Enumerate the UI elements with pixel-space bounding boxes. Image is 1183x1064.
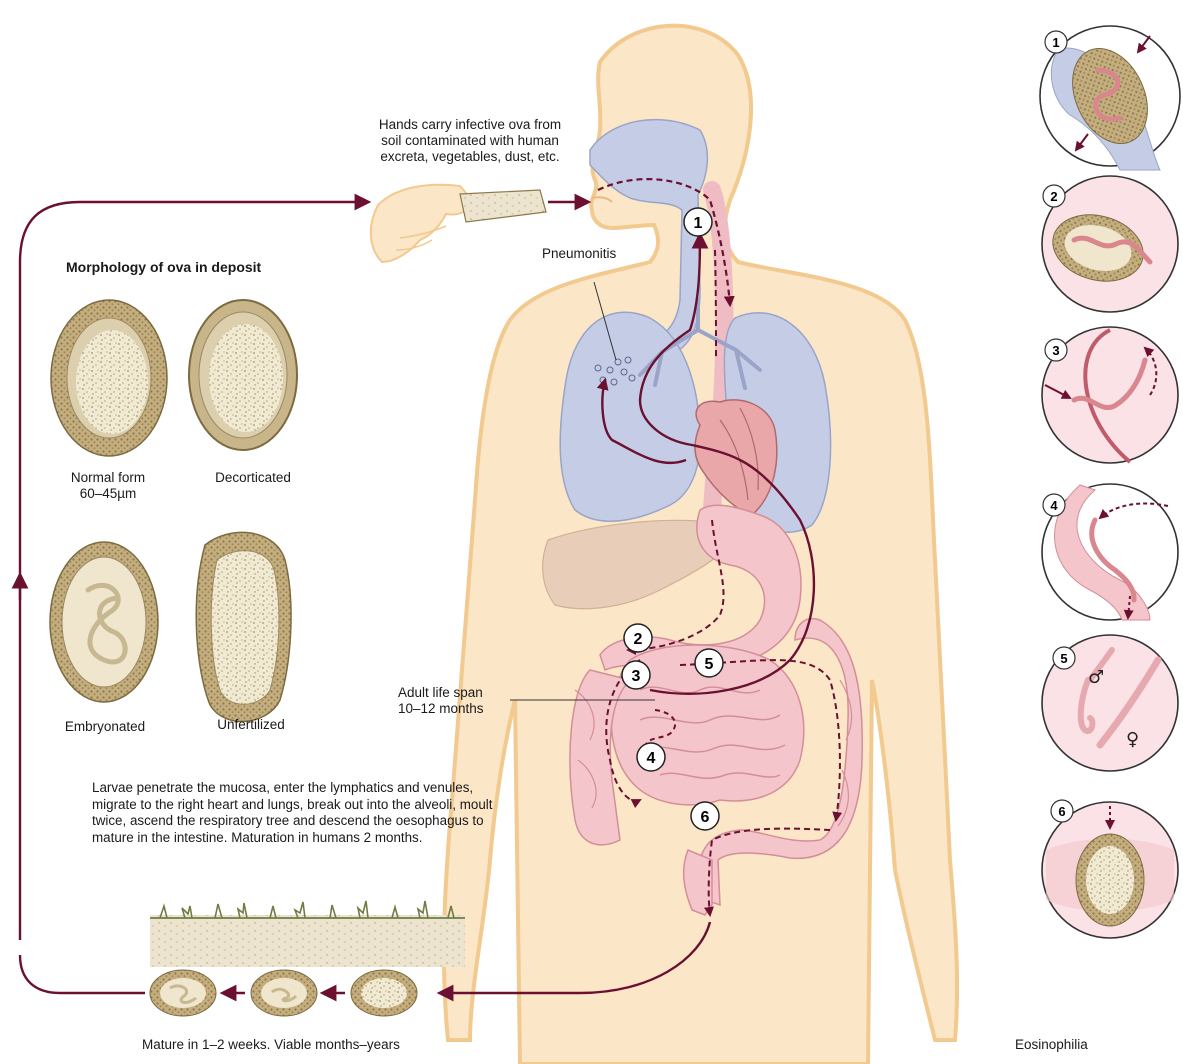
ovum-normal-form <box>51 300 167 456</box>
ovum-label-embryonated: Embryonated <box>40 719 170 735</box>
body-stage-1: 1 <box>684 208 712 236</box>
male-symbol: ♂ <box>1088 667 1104 688</box>
svg-text:2: 2 <box>1050 189 1057 204</box>
adult-life-span-label: Adult life span 10–12 months <box>398 685 508 717</box>
ovum-name-embryonated: Embryonated <box>40 719 170 735</box>
svg-text:5: 5 <box>705 656 714 673</box>
svg-text:6: 6 <box>701 809 710 826</box>
body-stage-6: 6 <box>691 802 719 830</box>
soil-ovum-1 <box>150 970 216 1016</box>
inset-number-5: 5 <box>1053 647 1075 669</box>
ovum-label-normal: Normal form 60–45µm <box>43 470 173 502</box>
svg-text:5: 5 <box>1060 651 1067 666</box>
eosinophilia-label: Eosinophilia <box>1015 1037 1088 1053</box>
ovum-label-unfertilized: Unfertilized <box>186 717 316 733</box>
svg-text:4: 4 <box>1050 498 1058 513</box>
stage-insets: ♂ ♀ 1 2 3 4 5 6 <box>1040 26 1180 938</box>
soil-ova <box>150 970 417 1016</box>
ovum-name-normal: Normal form <box>43 470 173 486</box>
body-stage-3: 3 <box>622 661 650 689</box>
body-stage-5: 5 <box>695 649 723 677</box>
ovum-size-normal: 60–45µm <box>43 486 173 502</box>
svg-text:6: 6 <box>1058 804 1065 819</box>
body-stage-4: 4 <box>637 743 665 771</box>
inset-number-4: 4 <box>1043 494 1065 516</box>
ovum-unfertilized <box>196 532 291 721</box>
ovum-label-decorticated: Decorticated <box>188 470 318 486</box>
svg-text:1: 1 <box>1052 35 1059 50</box>
hand-holding-soil <box>371 185 546 262</box>
svg-text:3: 3 <box>632 668 641 685</box>
pneumonitis-label: Pneumonitis <box>542 246 616 262</box>
morphology-title: Morphology of ova in deposit <box>66 259 261 275</box>
ova-morphology <box>50 300 297 721</box>
body-stage-2: 2 <box>624 624 652 652</box>
human-body <box>444 26 957 1064</box>
inset-number-3: 3 <box>1045 339 1067 361</box>
soil-chunk <box>460 190 546 222</box>
ovum-decorticated <box>189 300 297 450</box>
svg-text:3: 3 <box>1052 343 1059 358</box>
inset-number-2: 2 <box>1043 185 1065 207</box>
female-symbol: ♀ <box>1126 729 1139 750</box>
maturation-caption: Mature in 1–2 weeks. Viable months–years <box>142 1037 400 1053</box>
svg-text:1: 1 <box>694 215 703 232</box>
hands-caption: Hands carry infective ova from soil cont… <box>372 117 568 165</box>
soil-strip <box>150 901 465 967</box>
ovum-name-unfertilized: Unfertilized <box>186 717 316 733</box>
inset-number-6: 6 <box>1051 800 1073 822</box>
arrow-from-soil-to-left <box>20 955 145 993</box>
larvae-migration-paragraph: Larvae penetrate the mucosa, enter the l… <box>92 780 512 846</box>
inset-number-1: 1 <box>1045 31 1067 53</box>
ovum-embryonated <box>50 542 158 702</box>
soil-ovum-2 <box>251 970 317 1016</box>
svg-text:2: 2 <box>634 631 643 648</box>
soil-ovum-3 <box>351 970 417 1016</box>
svg-text:4: 4 <box>647 750 656 767</box>
ovum-name-decorticated: Decorticated <box>188 470 318 486</box>
